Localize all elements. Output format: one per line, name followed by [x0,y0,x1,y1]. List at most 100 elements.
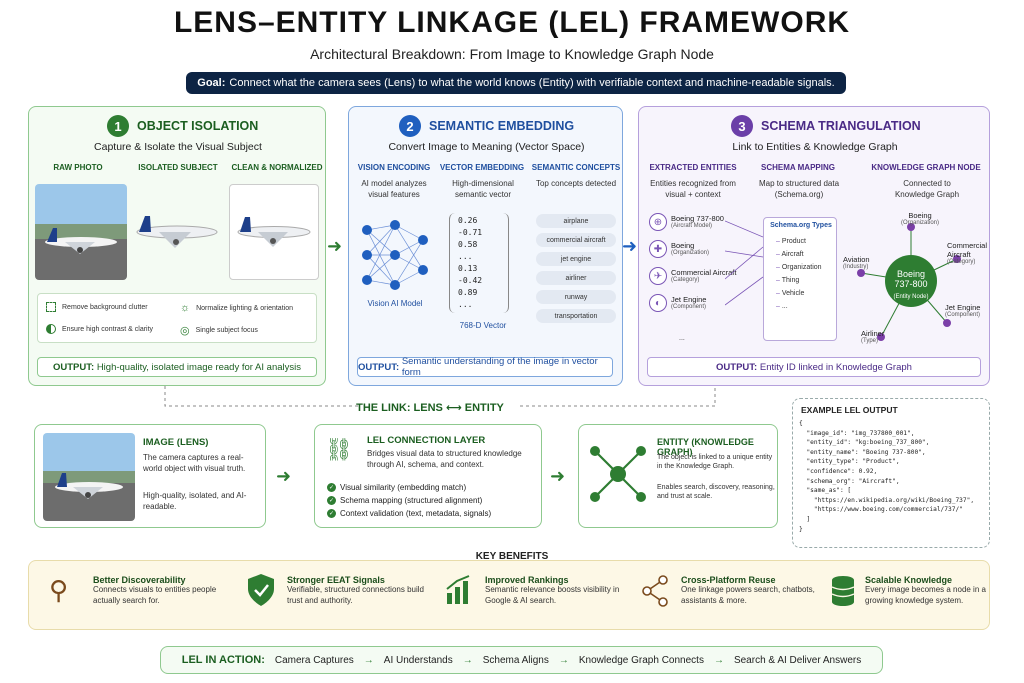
entity-item: ⊕Boeing 737-800(Aircraft Model) [649,213,736,231]
concept-chip: airplane [536,214,616,228]
search-icon: ⚲ [49,575,69,605]
col-desc: AI model analyzes visual features [361,179,427,199]
schema-type: – Product [776,238,806,245]
card-desc: High-quality, isolated, and AI-readable. [143,491,247,511]
output-label: OUTPUT: [358,361,400,373]
concept-chip: airliner [536,271,616,285]
stage-subtitle: Capture & Isolate the Visual Subject [94,141,262,153]
entities-more: ... [679,335,685,342]
layer-check-item: ✓Context validation (text, metadata, sig… [327,509,492,518]
raw-photo [35,184,127,280]
stage-title: OBJECT ISOLATION [137,119,259,133]
check-item: Normalize lighting & orientation [196,304,293,312]
entity-item: ◐Jet Engine(Component) [649,294,736,312]
crop-icon [46,302,56,312]
goal-banner: Goal: Connect what the camera sees (Lens… [186,72,846,94]
stage-subtitle: Link to Entities & Knowledge Graph [732,141,898,153]
output-label: OUTPUT: [716,361,758,373]
entity-icon: ⊕ [649,213,667,231]
mapping-lines [725,220,764,306]
airplane-icon [45,228,117,254]
action-step: Schema Aligns [482,654,549,666]
isolation-checklist: Remove background clutter ☼ Normalize lig… [37,293,317,343]
card-desc: Enables search, discovery, reasoning, an… [657,484,775,501]
entity-name: Commercial Aircraft [671,267,737,277]
example-code: { "image_id": "img_737800_001", "entity_… [799,420,975,533]
check-icon: ✓ [327,496,336,505]
benefits-title: KEY BENEFITS [475,551,549,562]
stage-output: OUTPUT: High-quality, isolated image rea… [37,357,317,377]
col-vision-encoding: VISION ENCODING [357,163,431,172]
concept-chip: commercial aircraft [536,233,616,247]
arrow-right-icon: ➜ [276,466,292,486]
stage-output: OUTPUT: Entity ID linked in Knowledge Gr… [647,357,981,377]
entity-item: ✈Commercial Aircraft(Category) [649,267,736,285]
action-step: Camera Captures [274,654,354,666]
entity-kg-card: ENTITY (KNOWLEDGE GRAPH) The object is l… [578,424,778,528]
kg-center-label: Boeing 737-800(Entity Node) [887,269,935,301]
schema-type: – ... [776,303,788,310]
page-subtitle: Architectural Breakdown: From Image to K… [310,46,714,62]
action-step: AI Understands [383,654,453,666]
arrow-right-icon: → [558,654,569,666]
contrast-icon [46,324,56,334]
isolated-subject [129,202,225,262]
entity-name: Jet Engine [671,294,707,304]
arrow-right-icon: ➜ [550,466,566,486]
airplane-icon [237,217,311,247]
card-desc: The camera captures a real-world object … [143,453,246,473]
schema-type: – Thing [776,277,800,284]
stage-number: 2 [399,115,421,137]
link-connector [164,386,716,407]
schema-type-list: – Product– Aircraft– Organization– Thing… [776,238,822,310]
concept-chip: runway [536,290,616,304]
stage-number: 3 [731,115,753,137]
vector-value: 0.26 [458,216,478,225]
example-title: EXAMPLE LEL OUTPUT [801,405,898,415]
vector-value: 0.89 [458,288,478,297]
lel-in-action-bar: LEL IN ACTION: Camera Captures → AI Unders… [160,646,883,674]
graph-network-icon [590,446,646,502]
col-desc: Entities recognized from visual + contex… [650,179,736,199]
action-label: LEL IN ACTION: [181,654,265,666]
entity-item: ✚Boeing(Organization) [649,240,736,258]
schema-types-box: Schema.org Types – Product– Aircraft– Or… [763,217,837,341]
col-semantic-concepts: SEMANTIC CONCEPTS [531,163,621,172]
entity-name: Boeing 737-800 [671,213,724,223]
arrow-right-icon: → [462,654,473,666]
check-item: Remove background clutter [62,303,148,311]
vector-value: 0.58 [458,240,478,249]
col-extracted-entities: EXTRACTED ENTITIES [649,163,737,172]
stage-object-isolation: 1 OBJECT ISOLATION Capture & Isolate the… [28,106,326,386]
output-text: Entity ID linked in Knowledge Graph [759,361,912,373]
entity-type: (Category) [671,276,700,283]
kg-node: Airliner(Type) [861,329,885,344]
normalized-image [229,184,319,280]
example-output: EXAMPLE LEL OUTPUT { "image_id": "img_73… [792,398,990,548]
check-item: Single subject focus [195,327,258,334]
kg-node: Jet Engine(Component) [945,303,981,318]
col-desc: High-dimensional semantic vector [452,179,514,199]
entity-icon: ◐ [649,294,667,312]
stage-schema-triangulation: 3 SCHEMA TRIANGULATION Link to Entities … [638,106,990,386]
image-lens-card: IMAGE (LENS) The camera captures a real-… [34,424,266,528]
stage-semantic-embedding: 2 SEMANTIC EMBEDDING Convert Image to Me… [348,106,623,386]
link-title: THE LINK: LENS ⟷ ENTITY [356,402,504,414]
card-title: LEL CONNECTION LAYER [367,435,486,446]
link-chain-icon: ⛓ [325,437,353,462]
stage-output: OUTPUT: Semantic understanding of the im… [357,356,613,378]
output-text: Semantic understanding of the image in v… [401,356,598,378]
vector-value: -0.71 [458,228,483,237]
sun-icon: ☼ [180,302,191,314]
schema-box-title: Schema.org Types [770,222,832,229]
bar-chart-icon [445,575,473,610]
col-clean: CLEAN & NORMALIZED [231,163,323,172]
action-step: Search & AI Deliver Answers [733,654,862,666]
share-icon [641,575,669,612]
card-title: IMAGE (LENS) [143,437,209,448]
